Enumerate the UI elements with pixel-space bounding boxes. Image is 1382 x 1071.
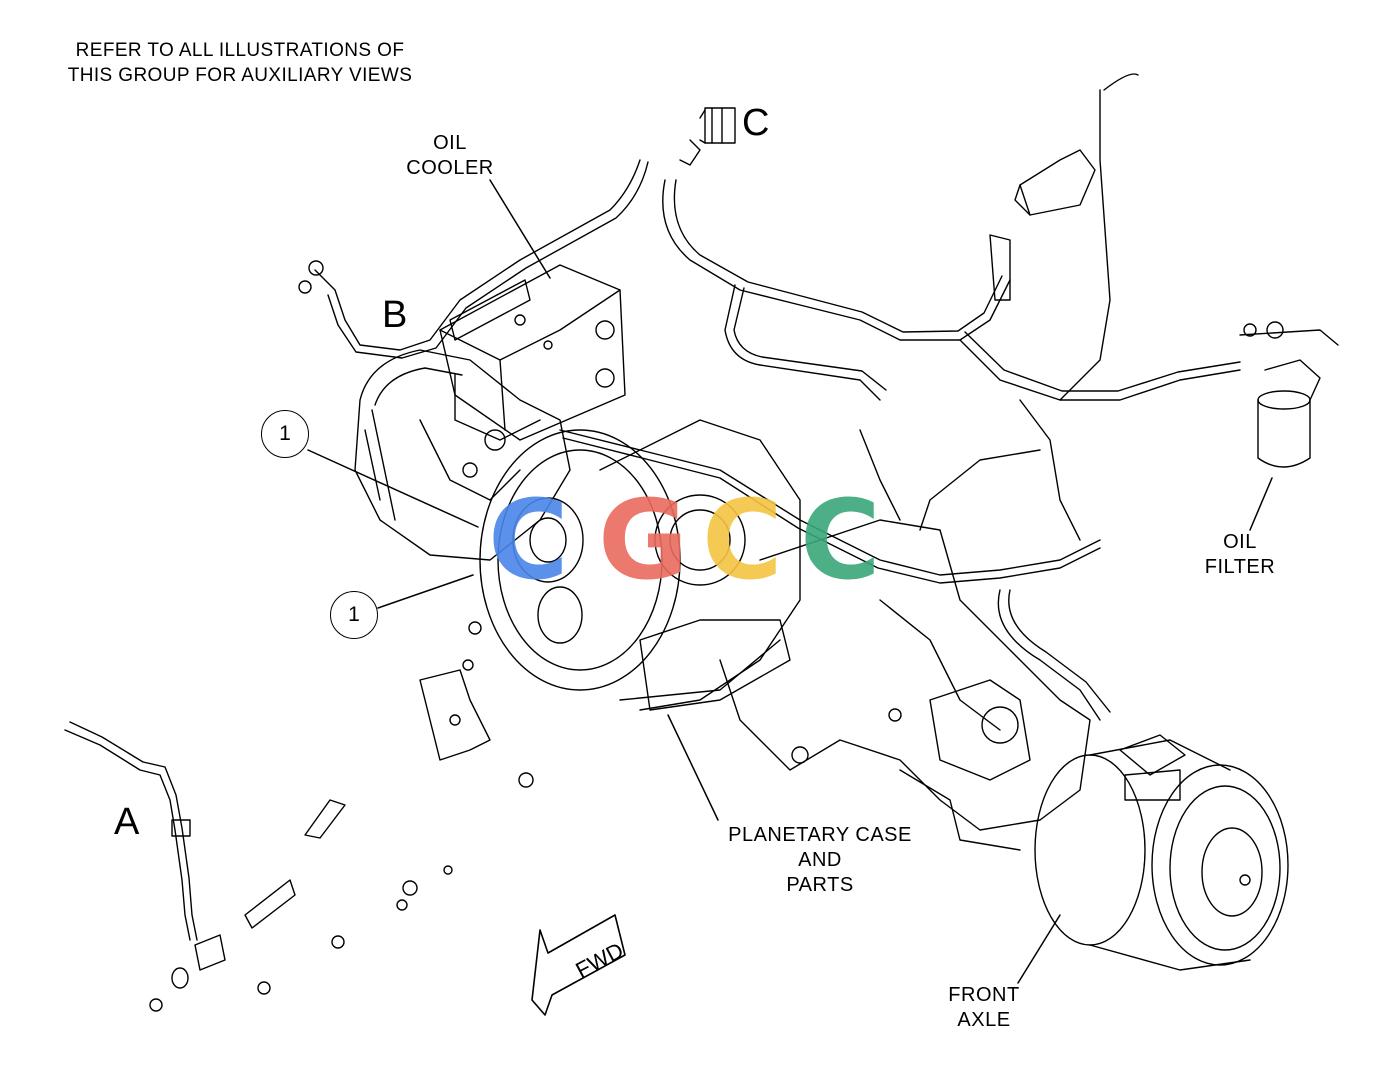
- leader-lines: [307, 179, 1273, 984]
- leader-callout-1a: [307, 449, 479, 528]
- view-letter-a: A: [114, 801, 140, 843]
- loose-parts: [149, 621, 534, 1012]
- leader-callout-1b: [377, 574, 474, 609]
- watermark-letter: C: [702, 476, 783, 604]
- leader-front-axle: [1017, 914, 1061, 984]
- front-axle-label: FRONT AXLE: [948, 984, 1020, 1031]
- watermark-letter: G: [598, 476, 688, 604]
- planetary-case-drawing: [479, 419, 801, 711]
- cgcc-watermark-logo: C G C C: [488, 476, 881, 604]
- note-line: REFER TO ALL ILLUSTRATIONS OF: [75, 40, 405, 61]
- note-line: THIS GROUP FOR AUXILIARY VIEWS: [67, 65, 413, 86]
- leader-oil-filter: [1249, 477, 1273, 531]
- view-letter-b: B: [382, 294, 408, 336]
- harness-a: [64, 721, 226, 989]
- oil-cooler-drawing: [439, 264, 626, 441]
- front-axle-hub-drawing: [1034, 734, 1289, 971]
- fwd-label: FWD: [571, 937, 627, 983]
- fwd-arrow-icon: FWD: [531, 914, 627, 1016]
- oil-filter-label: OIL FILTER: [1204, 531, 1276, 578]
- leader-oil-cooler: [489, 179, 551, 279]
- watermark-letter: C: [800, 476, 881, 604]
- oil-cooler-label: OIL COOLER: [406, 132, 494, 179]
- view-letter-c: C: [742, 102, 770, 144]
- harness-b: [298, 159, 649, 359]
- oil-filter-drawing: [1239, 321, 1339, 468]
- callout-1-upper: 1: [261, 410, 309, 458]
- auxiliary-views-note: REFER TO ALL ILLUSTRATIONS OF THIS GROUP…: [30, 38, 450, 88]
- bracket-drawing: [989, 149, 1096, 301]
- callout-1-lower: 1: [330, 591, 378, 639]
- transmission-housing: [354, 349, 571, 561]
- wire-harness: [559, 73, 1241, 721]
- planetary-case-label: PLANETARY CASE AND PARTS: [728, 824, 912, 896]
- watermark-letter: C: [488, 476, 569, 604]
- leader-planetary: [667, 714, 719, 821]
- connector-c-drawing: [679, 107, 736, 166]
- axle-housing-drawing: [719, 519, 1091, 851]
